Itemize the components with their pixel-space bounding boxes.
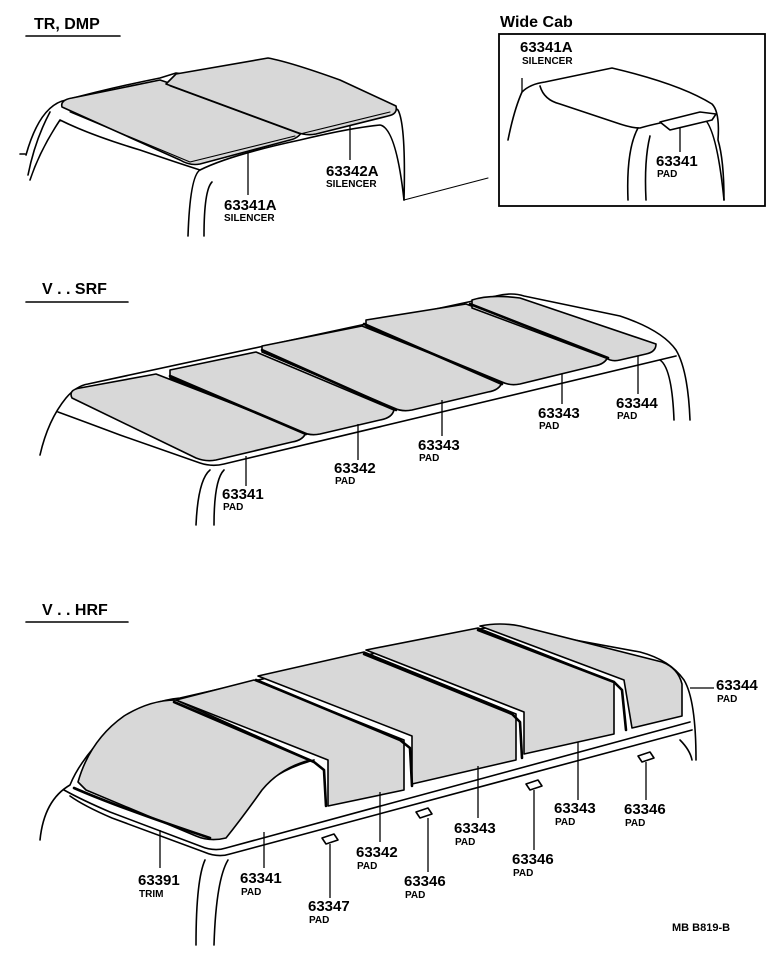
part-name-pad: PAD — [455, 837, 475, 848]
part-number-63341: 63341 — [222, 486, 264, 503]
part-name-silencer: SILENCER — [224, 213, 275, 224]
part-number-63341a: 63341A — [224, 197, 277, 214]
clip-63346 — [525, 779, 543, 791]
part-number-63342: 63342 — [356, 844, 398, 861]
part-name-pad: PAD — [241, 887, 261, 898]
pad-63344 — [479, 623, 683, 729]
part-number-63342a: 63342A — [326, 163, 379, 180]
section-title-wide-cab: Wide Cab — [500, 14, 573, 31]
section-v-hrf: V . . HRF — [25, 602, 758, 946]
drawing-code: MB B819-B — [672, 922, 730, 934]
section-tr-dmp: TR, DMP 63341A SILENCER 63342A SILENCER — [19, 16, 489, 237]
pad-63341 — [70, 373, 307, 462]
section-title-v-hrf: V . . HRF — [42, 602, 108, 619]
part-number-63342: 63342 — [334, 460, 376, 477]
part-number-63346: 63346 — [404, 873, 446, 890]
part-name-pad: PAD — [625, 818, 645, 829]
part-name-silencer: SILENCER — [522, 56, 573, 67]
part-number-63343: 63343 — [538, 405, 580, 422]
part-number-63391: 63391 — [138, 872, 180, 889]
wide-cab-outline — [507, 67, 725, 201]
section-v-srf: V . . SRF 63341 PAD 63342 PAD 63343 PAD — [25, 281, 691, 526]
part-name-trim: TRIM — [139, 889, 163, 900]
wide-cab-inset-frame — [498, 33, 766, 207]
pad-63341 — [659, 111, 717, 131]
part-name-pad: PAD — [657, 169, 677, 180]
part-name-pad: PAD — [309, 915, 329, 926]
clip-63347 — [321, 833, 339, 845]
part-name-pad: PAD — [223, 502, 243, 513]
part-number-63341: 63341 — [656, 153, 698, 170]
part-number-63346: 63346 — [512, 851, 554, 868]
pad-63342 — [257, 651, 517, 785]
part-number-63344: 63344 — [716, 677, 758, 694]
part-name-pad: PAD — [717, 694, 737, 705]
clip-63346 — [415, 807, 433, 819]
part-number-63343: 63343 — [418, 437, 460, 454]
part-name-pad: PAD — [539, 421, 559, 432]
part-number-63347: 63347 — [308, 898, 350, 915]
part-number-63343: 63343 — [554, 800, 596, 817]
part-number-63346: 63346 — [624, 801, 666, 818]
part-number-63343: 63343 — [454, 820, 496, 837]
part-name-pad: PAD — [335, 476, 355, 487]
pad-63344 — [471, 295, 657, 362]
part-name-silencer: SILENCER — [326, 179, 377, 190]
section-title-v-srf: V . . SRF — [42, 281, 107, 298]
part-name-pad: PAD — [617, 411, 637, 422]
section-title-tr-dmp: TR, DMP — [34, 16, 100, 33]
section-wide-cab: Wide Cab 63341A SILENCER 63341 PAD — [498, 14, 766, 207]
silencer-pad-63342a — [165, 57, 398, 136]
part-number-63344: 63344 — [616, 395, 658, 412]
clip-63346 — [637, 751, 655, 763]
pad-63341 — [175, 679, 405, 807]
van-outline-srf — [39, 293, 691, 526]
part-name-pad: PAD — [555, 817, 575, 828]
part-number-63341: 63341 — [240, 870, 282, 887]
part-name-pad: PAD — [513, 868, 533, 879]
part-name-pad: PAD — [419, 453, 439, 464]
part-number-63341a: 63341A — [520, 39, 573, 56]
silencer-pad-63341a — [60, 79, 305, 166]
part-name-pad: PAD — [405, 890, 425, 901]
part-name-pad: PAD — [357, 861, 377, 872]
